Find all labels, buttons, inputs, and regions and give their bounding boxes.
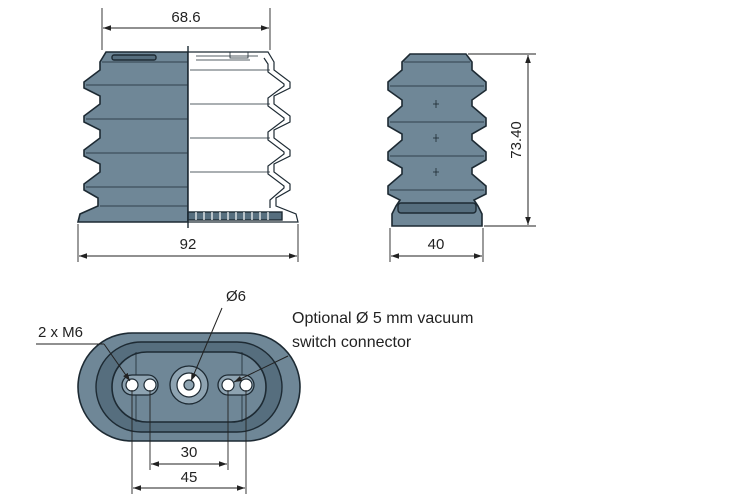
center-hole-label: Ø6 (226, 288, 246, 305)
connector-hole-icon (239, 378, 253, 392)
bellows-exterior-half (76, 51, 189, 223)
inner-spacing-label: 30 (181, 444, 198, 461)
height-label: 73.40 (508, 121, 525, 159)
top-width-label: 68.6 (171, 9, 200, 26)
end-view-lip (397, 202, 477, 214)
end-width-label: 40 (428, 236, 445, 253)
connector-hole-icon (221, 378, 235, 392)
connector-note-line2: switch connector (292, 334, 412, 351)
top-rim-slot (111, 54, 157, 61)
thread-hole-icon (143, 378, 157, 392)
thread-hole-icon (125, 378, 139, 392)
bottom-view: 2 x M6 Ø6 Optional Ø 5 mm vacuum switch … (36, 288, 473, 494)
center-hole-leader (190, 307, 223, 382)
base-hatching (195, 212, 269, 220)
thread-label: 2 x M6 (38, 324, 83, 341)
side-view: 68.6 (76, 8, 299, 262)
base-width-label: 92 (180, 236, 197, 253)
connector-leader (233, 355, 289, 383)
bellows-section-half (187, 51, 299, 223)
end-view: 73.40 40 (387, 53, 536, 262)
outer-spacing-label: 45 (181, 469, 198, 486)
center-port-icon (183, 379, 195, 391)
end-view-bellows (387, 53, 487, 227)
bellows-inner-wall (263, 57, 285, 208)
connector-note-line1: Optional Ø 5 mm vacuum (292, 310, 473, 327)
thread-callout-leader (103, 343, 131, 382)
top-plate-insert (229, 51, 249, 59)
